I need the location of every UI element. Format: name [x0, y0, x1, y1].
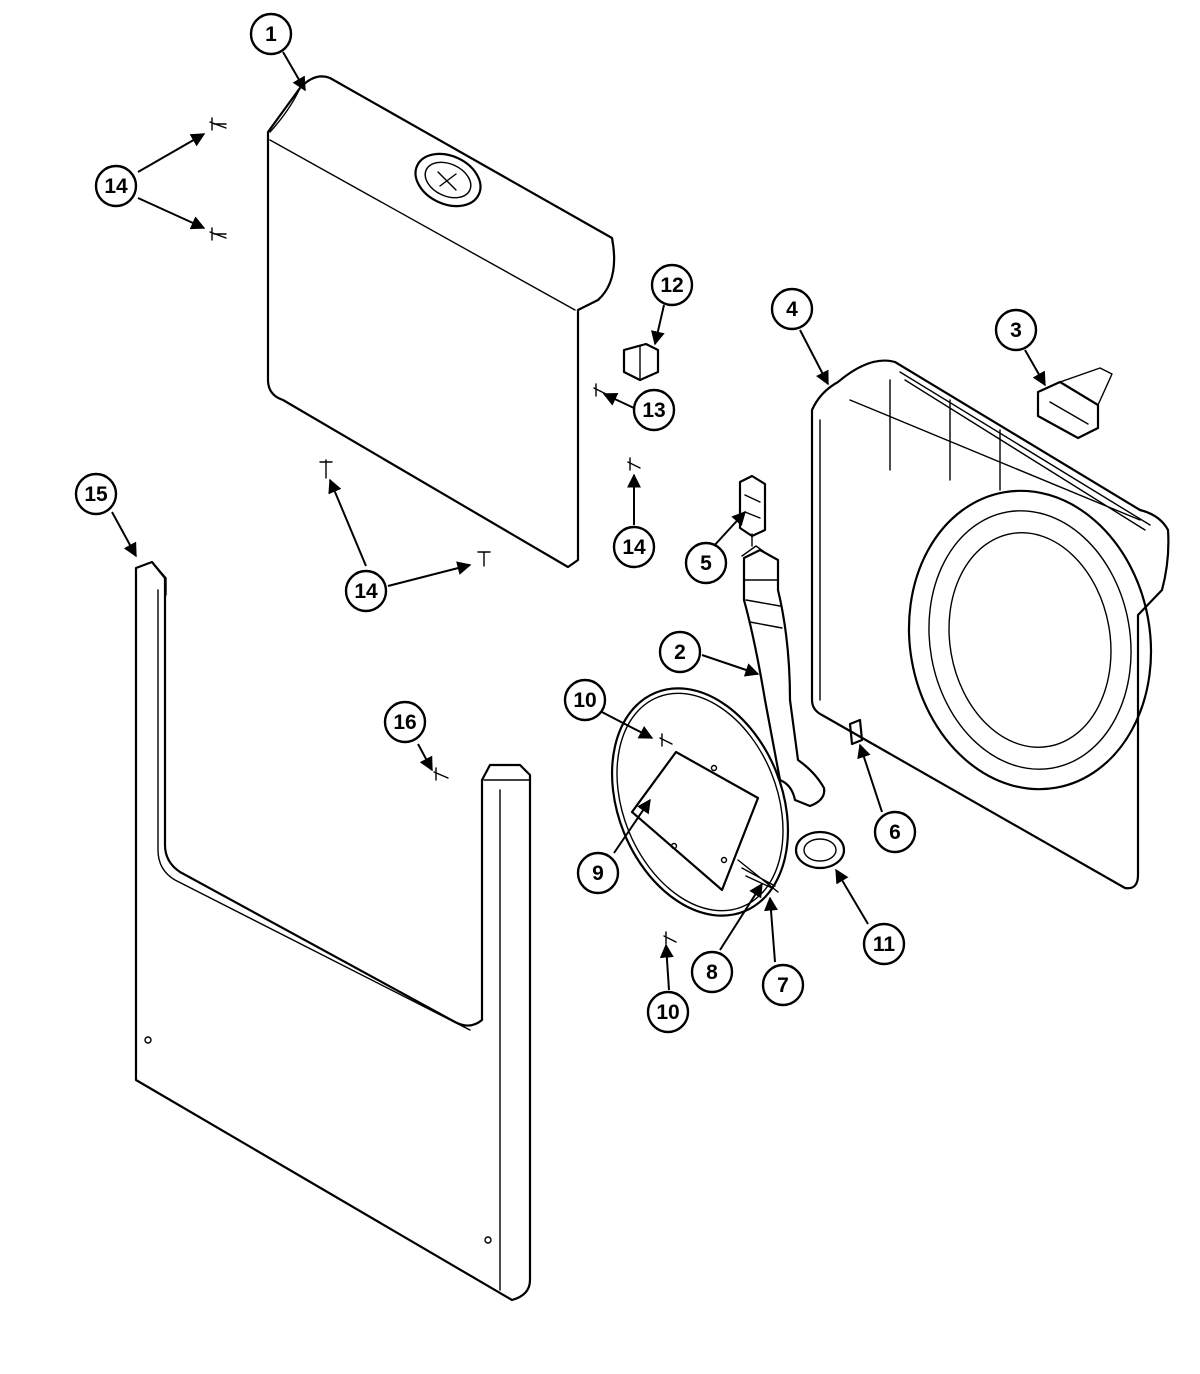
lower-front-panel	[134, 560, 532, 1302]
svg-text:8: 8	[706, 961, 718, 984]
svg-text:3: 3	[1010, 319, 1022, 342]
svg-text:1: 1	[265, 23, 277, 46]
bracket	[738, 474, 767, 538]
lint-filter-assembly	[610, 687, 790, 917]
gasket-ring	[794, 830, 846, 870]
callout-13: 13	[632, 388, 676, 432]
callout-16: 16	[383, 700, 427, 744]
svg-text:5: 5	[700, 552, 712, 575]
callout-5: 5	[684, 541, 728, 585]
svg-text:14: 14	[104, 175, 128, 198]
svg-text:2: 2	[674, 641, 686, 664]
callout-9: 9	[576, 851, 620, 895]
callouts: 1 2 3 4 5 6 7 8 9 10 10	[74, 12, 1038, 1034]
callout-3: 3	[994, 308, 1038, 352]
callout-8: 8	[690, 950, 734, 994]
callout-14-bottom: 14	[344, 569, 388, 613]
svg-text:11: 11	[873, 933, 896, 956]
callout-12: 12	[650, 263, 694, 307]
screws	[209, 117, 677, 945]
hinge	[622, 342, 660, 382]
callout-2: 2	[658, 630, 702, 674]
svg-text:10: 10	[573, 689, 596, 712]
svg-text:16: 16	[393, 711, 416, 734]
svg-text:13: 13	[642, 399, 665, 422]
svg-text:10: 10	[656, 1001, 679, 1024]
svg-text:15: 15	[84, 483, 108, 506]
svg-text:7: 7	[777, 974, 789, 997]
callout-10-top: 10	[563, 678, 607, 722]
bulkhead-frame	[810, 359, 1170, 890]
callout-15: 15	[74, 472, 118, 516]
callout-1: 1	[249, 12, 293, 56]
leader-lines	[111, 51, 1046, 991]
duct-hose	[741, 533, 826, 808]
svg-text:14: 14	[622, 536, 646, 559]
svg-text:6: 6	[889, 821, 901, 844]
svg-text:12: 12	[660, 274, 683, 297]
callout-11: 11	[862, 922, 906, 966]
svg-text:14: 14	[354, 580, 378, 603]
svg-text:4: 4	[786, 298, 798, 321]
svg-text:9: 9	[592, 862, 604, 885]
small-clip	[848, 718, 864, 746]
callout-7: 7	[761, 963, 805, 1007]
callout-6: 6	[873, 810, 917, 854]
top-panel	[266, 75, 616, 569]
callout-4: 4	[770, 287, 814, 331]
door-switch	[1036, 367, 1113, 440]
callout-14-left: 14	[94, 164, 138, 208]
callout-10-bottom: 10	[646, 990, 690, 1034]
callout-14-right: 14	[612, 525, 656, 569]
